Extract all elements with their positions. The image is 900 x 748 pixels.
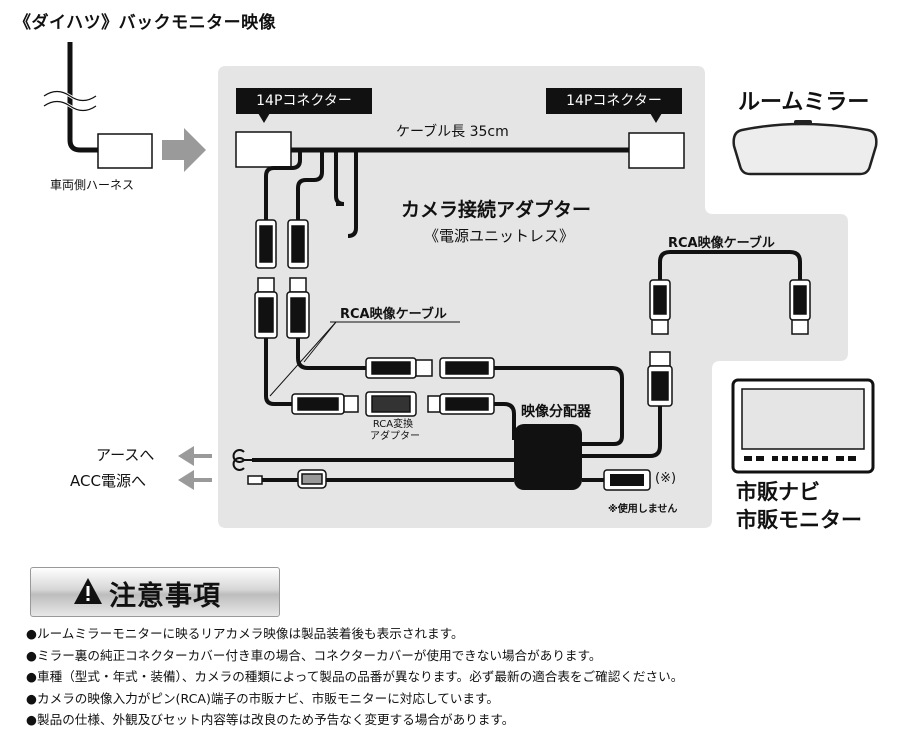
left-14p-connector (235, 131, 292, 168)
video-splitter (514, 424, 582, 490)
monitor-label-line2: 市販モニター (736, 508, 862, 532)
vehicle-harness (43, 42, 153, 169)
rca-conversion-adapter-label: RCA変換 アダプター (370, 419, 420, 443)
unused-mark: (※) (655, 471, 677, 486)
vehicle-harness-label: 車両側ハーネス (50, 178, 135, 192)
left-14p-connector-tag: 14Pコネクター (236, 88, 372, 114)
ground-label: アースへ (96, 446, 155, 464)
note-item: ミラー裏の純正コネクターカバー付き車の場合、コネクターカバーが使用できない場合が… (26, 645, 683, 667)
caution-title: 注意事項 (109, 581, 221, 612)
right-14p-connector (628, 132, 685, 169)
acc-power-label: ACC電源へ (70, 472, 146, 490)
rca-plug-group-mid (291, 357, 495, 417)
rca-plug-group-right (647, 279, 811, 407)
note-item: カメラの映像入力がピン(RCA)端子の市販ナビ、市販モニターに対応しています。 (26, 688, 683, 710)
adapter-name: カメラ接続アダプター (401, 199, 592, 221)
arrow-left-icon (178, 446, 212, 466)
rca-plug-group-left (254, 219, 310, 339)
note-item: 車種（型式・年式・装備）、カメラの種類によって製品の品番が異なります。必ず最新の… (26, 666, 683, 688)
warning-triangle-icon (74, 578, 102, 604)
room-mirror-label: ルームミラー (738, 90, 870, 115)
notes-list: ルームミラーモニターに映るリアカメラ映像は製品装着後も表示されます。 ミラー裏の… (26, 623, 683, 731)
arrow-left-icon (178, 470, 212, 490)
right-14p-connector-tag: 14Pコネクター (546, 88, 682, 114)
rca-cable-right-label: RCA映像ケーブル (668, 236, 775, 251)
wiring-diagram (43, 42, 878, 528)
rca-conv-line2: アダプター (370, 431, 420, 442)
rca-conv-line1: RCA変換 (372, 419, 414, 430)
caution-header: 注意事項 (30, 567, 280, 617)
note-item: 製品の仕様、外観及びセット内容等は改良のため予告なく変更する場合があります。 (26, 709, 683, 731)
room-mirror-icon (732, 120, 878, 176)
unused-note: ※使用しません (608, 504, 678, 515)
monitor-label: 市販ナビ 市販モニター (736, 478, 862, 534)
page-title: 《ダイハツ》バックモニター映像 (14, 13, 277, 33)
rca-cable-left-label: RCA映像ケーブル (340, 307, 447, 322)
arrow-right-icon (162, 128, 206, 172)
adapter-sub: 《電源ユニットレス》 (424, 227, 575, 245)
cable-length-label: ケーブル長 35cm (396, 124, 509, 140)
note-item: ルームミラーモニターに映るリアカメラ映像は製品装着後も表示されます。 (26, 623, 683, 645)
splitter-label: 映像分配器 (521, 404, 591, 420)
monitor-icon (731, 378, 875, 474)
monitor-label-line1: 市販ナビ (736, 480, 820, 504)
ground-terminal-icon (232, 449, 252, 471)
